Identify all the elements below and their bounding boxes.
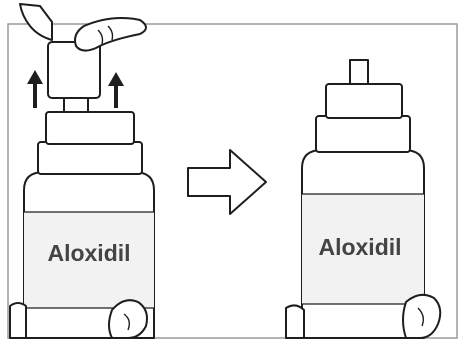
up-arrow-icon — [27, 70, 43, 108]
up-arrow-icon — [108, 72, 124, 108]
panel-right — [285, 59, 442, 339]
hand-icon — [19, 3, 147, 52]
pump-stem-left — [63, 97, 89, 113]
hand-icon — [9, 299, 148, 339]
diagram-frame — [7, 23, 458, 339]
label-band-left — [24, 212, 154, 308]
bottle-label-left: Aloxidil — [47, 240, 130, 266]
pump-stem-right — [349, 59, 369, 85]
hand-icon — [285, 293, 442, 339]
bottle-collar-left — [37, 141, 143, 175]
bottle-neck-right — [325, 83, 403, 119]
panel-left — [9, 3, 155, 339]
bottle-neck-left — [45, 111, 135, 145]
bottle-label-right: Aloxidil — [318, 234, 401, 260]
right-arrow-icon — [187, 149, 267, 215]
label-band-right — [302, 194, 424, 304]
cap-left — [47, 41, 101, 99]
bottle-collar-right — [315, 115, 411, 153]
